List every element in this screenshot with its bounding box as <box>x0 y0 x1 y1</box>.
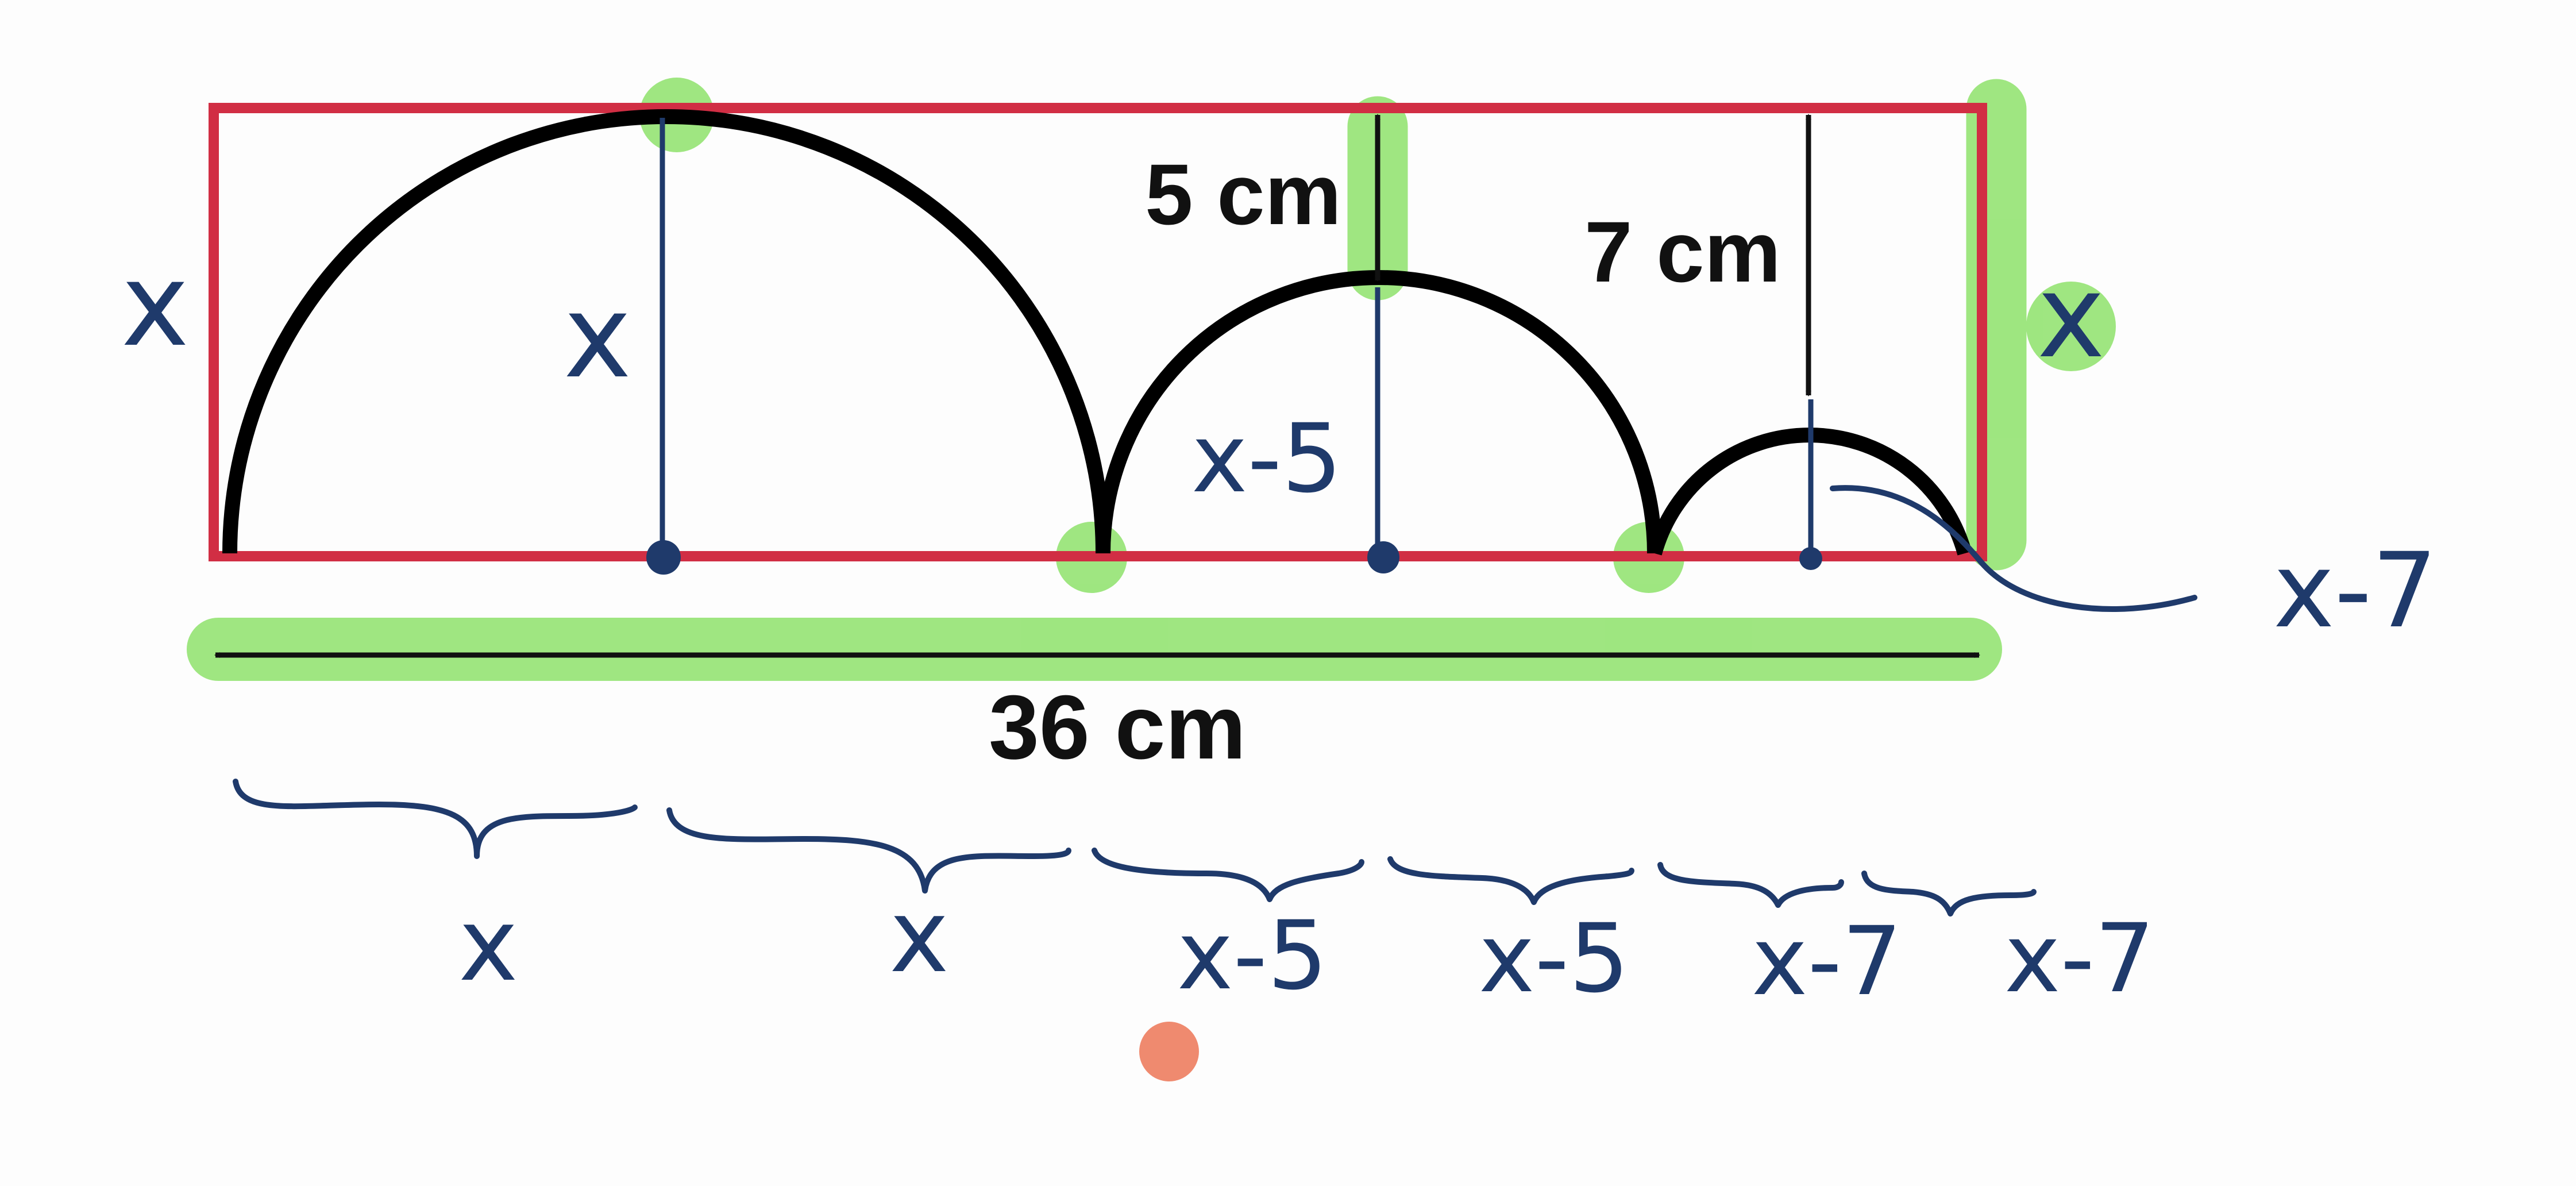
bounding-rectangle <box>209 103 1987 561</box>
segment-label-6: x-7 <box>2004 903 2155 1014</box>
centre-dot-small <box>1799 547 1822 570</box>
brace-4 <box>1387 856 1634 905</box>
label-5cm: 5 cm <box>1145 146 1341 242</box>
measurement-arrows <box>214 114 1980 658</box>
brace-5 <box>1657 862 1844 908</box>
semicircle-large <box>222 109 1110 554</box>
highlight-right-x <box>2026 282 2116 371</box>
hand-right-side-x: x <box>2037 250 2105 384</box>
centre-dot-middle <box>1367 541 1399 573</box>
segment-label-2: x <box>889 879 949 995</box>
segment-label-4: x-5 <box>1479 903 1629 1014</box>
brace-6 <box>1861 871 2037 917</box>
hand-left-side-x: x <box>121 238 189 372</box>
brace-2 <box>666 807 1071 894</box>
brace-3 <box>1092 848 1364 902</box>
orange-dot <box>1139 1022 1199 1081</box>
hand-radius-middle: x-5 <box>1191 403 1342 514</box>
segment-label-1: x <box>458 887 518 1004</box>
centre-dots <box>646 540 1822 575</box>
segment-label-3: x-5 <box>1177 900 1328 1011</box>
centre-dot-large <box>646 540 681 575</box>
label-7cm: 7 cm <box>1584 203 1781 300</box>
hand-radius-small: x-7 <box>2273 531 2438 651</box>
hand-radius-large: x <box>564 270 631 404</box>
segment-labels: x x x-5 x-5 x-7 x-7 <box>458 879 2155 1016</box>
hand-pointer-curve <box>1830 485 2197 612</box>
segment-braces <box>233 779 2037 917</box>
brace-1 <box>233 779 638 859</box>
segment-label-5: x-7 <box>1752 906 1902 1016</box>
semicircles <box>222 109 1972 556</box>
radius-lines <box>660 118 1814 556</box>
label-36cm: 36 cm <box>989 677 1246 778</box>
